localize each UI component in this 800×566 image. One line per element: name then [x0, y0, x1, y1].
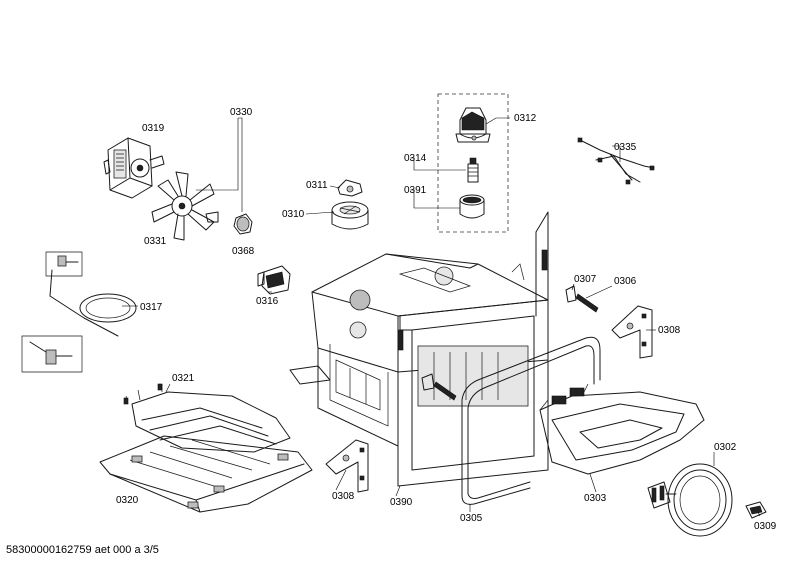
label-0303: 0303: [584, 493, 607, 504]
part-clip[interactable]: [745, 501, 767, 519]
label-0316: 0316: [256, 296, 279, 307]
label-0312: 0312: [514, 113, 537, 124]
label-0331: 0331: [144, 236, 167, 247]
label-0310: 0310: [282, 209, 305, 220]
part-screw-center[interactable]: [421, 373, 457, 401]
label-0305: 0305: [460, 513, 483, 524]
label-0314: 0314: [404, 153, 427, 164]
part-labels: 0319 0330 0331 0368 0311 0310 0314 0391 …: [116, 107, 777, 532]
part-lamp-cover-0312[interactable]: [455, 107, 491, 143]
part-fan-motor[interactable]: [103, 137, 165, 199]
label-0308-left: 0308: [332, 491, 355, 502]
label-0335: 0335: [614, 142, 637, 153]
label-0307: 0307: [574, 274, 597, 285]
part-screw-0307[interactable]: [565, 285, 599, 313]
part-lamp-bulb-0314[interactable]: [467, 157, 479, 183]
label-0302: 0302: [714, 442, 737, 453]
part-bracket-left[interactable]: [325, 439, 369, 493]
label-0330: 0330: [230, 107, 253, 118]
label-0391: 0391: [404, 185, 427, 196]
part-front-frame[interactable]: [397, 211, 549, 487]
part-lower-heating-element[interactable]: [539, 383, 705, 475]
label-0321: 0321: [172, 373, 195, 384]
part-bracket-right[interactable]: [611, 305, 653, 359]
label-0390: 0390: [390, 497, 413, 508]
lamp-assembly-group: [437, 93, 509, 233]
label-0306: 0306: [614, 276, 637, 287]
label-0317: 0317: [140, 302, 163, 313]
label-0319: 0319: [142, 123, 165, 134]
label-0309: 0309: [754, 521, 777, 532]
part-nut[interactable]: [233, 213, 253, 235]
part-gasket-frame[interactable]: [461, 336, 601, 505]
part-switch[interactable]: [257, 265, 291, 295]
part-lamp-glass-0391[interactable]: [459, 194, 485, 219]
label-0308-right: 0308: [658, 325, 681, 336]
part-grill-heating-element[interactable]: [123, 383, 291, 453]
part-lamp-socket-clip[interactable]: [337, 179, 363, 197]
label-0311: 0311: [306, 180, 328, 191]
part-fan-wheel[interactable]: [151, 171, 219, 241]
part-grill-tray[interactable]: [99, 435, 313, 513]
part-lamp-housing[interactable]: [331, 201, 369, 230]
label-0320: 0320: [116, 495, 139, 506]
part-ring-heating-element[interactable]: [647, 463, 733, 537]
label-0368: 0368: [232, 246, 255, 257]
document-reference: 58300000162759 aet 000 a 3/5: [6, 544, 159, 556]
leader-lines: [122, 117, 761, 517]
part-temperature-sensor[interactable]: [21, 251, 137, 373]
